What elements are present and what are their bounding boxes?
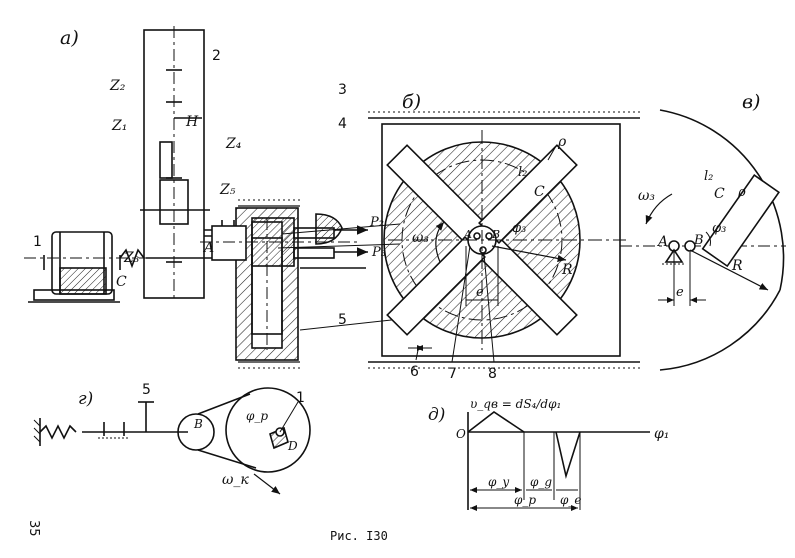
label-H: H — [185, 114, 199, 130]
label-v-B: B — [693, 233, 704, 248]
label-gphi: φ_p — [246, 409, 268, 423]
vanes — [386, 144, 578, 336]
label-rho: ρ — [557, 134, 567, 150]
panel-b — [368, 111, 640, 369]
label-7: 7 — [448, 366, 457, 382]
label-v-rho: ρ — [737, 185, 746, 200]
label-z5: Z₅ — [219, 182, 236, 198]
label-v-phi3: φ₃ — [712, 221, 726, 236]
label-4: 4 — [338, 116, 347, 132]
label-v-R: R — [731, 258, 743, 274]
label-v-l2: l₂ — [704, 169, 713, 184]
panel-a — [24, 26, 411, 369]
panel-b-label: б) — [402, 91, 421, 113]
panel-d-label: д) — [428, 405, 445, 425]
label-g5: 5 — [142, 382, 151, 398]
label-gB: B — [193, 417, 203, 431]
figure-caption: Рис. I30 — [330, 529, 388, 543]
label-d-phi1: φ₁ — [654, 426, 669, 442]
label-d-phip: φ_р — [514, 493, 536, 507]
label-d-phig: φ_g — [530, 475, 552, 489]
panel-v-label: в) — [742, 91, 760, 113]
panel-d — [467, 411, 650, 511]
label-A-center: A — [463, 228, 472, 241]
motor-1 — [28, 231, 121, 303]
label-gomega: ω_к — [222, 472, 249, 488]
label-z1: Z₁ — [111, 118, 127, 134]
label-3: 3 — [338, 82, 347, 98]
label-e: e — [476, 285, 484, 300]
label-c-slider: C — [534, 184, 545, 200]
label-C: C — [116, 274, 127, 290]
label-v-C: C — [714, 186, 725, 202]
label-5: 5 — [338, 312, 347, 328]
label-1: 1 — [33, 234, 42, 250]
label-v-e: e — [676, 285, 684, 300]
label-d-phiy: φ_у — [488, 475, 509, 489]
panel-g — [33, 387, 311, 495]
label-d-phie: φ_e — [560, 493, 582, 507]
label-v-A: A — [656, 234, 668, 250]
label-R: R — [561, 262, 573, 278]
label-z4: Z₄ — [225, 136, 242, 152]
label-omega3: ω₃ — [412, 230, 429, 246]
label-v-omega3: ω₃ — [638, 188, 655, 204]
label-g1: 1 — [296, 390, 305, 406]
label-B-center: B — [491, 228, 500, 241]
label-z3: Z₃ — [123, 250, 140, 266]
label-2: 2 — [212, 48, 221, 64]
panel-g-label: г) — [78, 389, 93, 409]
label-8: 8 — [488, 366, 497, 382]
label-d-O: O — [456, 427, 466, 441]
panel-v — [620, 109, 786, 371]
label-gD: D — [287, 439, 298, 453]
label-6: 6 — [410, 364, 419, 380]
label-phi3: φ₃ — [512, 221, 526, 236]
label-z2: Z₂ — [109, 78, 126, 94]
panel-a-label: а) — [60, 27, 79, 49]
label-l2: l₂ — [518, 165, 527, 180]
label-P2: P₂ — [369, 215, 384, 230]
page-number: 35 — [26, 520, 41, 537]
velocity-formula: υ_qв = dS₄/dφ₁ — [470, 397, 561, 411]
label-A: A — [202, 240, 214, 256]
